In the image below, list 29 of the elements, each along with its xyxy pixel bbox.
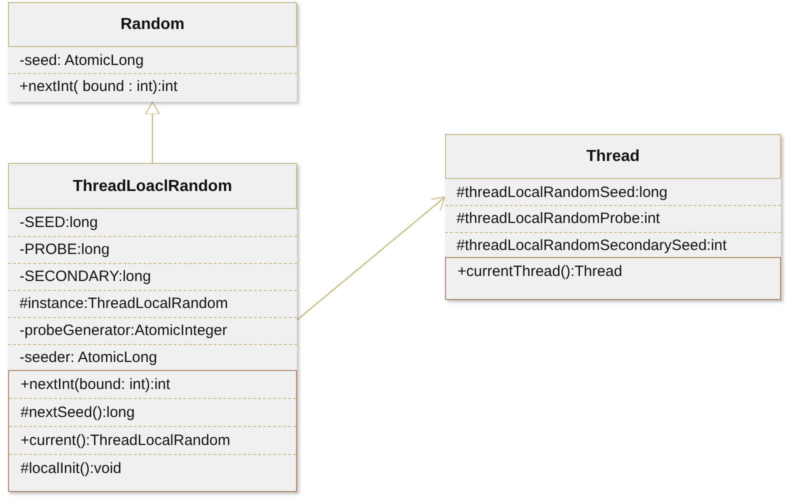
method-text: #nextSeed():long — [8, 398, 296, 426]
method-section — [8, 370, 296, 492]
attribute-text: -seeder: AtomicLong — [18, 348, 158, 368]
attribute-section — [8, 208, 296, 370]
class-name: ThreadLoaclRandom — [72, 177, 234, 197]
class-box — [8, 163, 297, 492]
method-text: #localInit():void — [20, 458, 122, 478]
attribute-text: -SECONDARY:long — [8, 264, 296, 290]
method-section — [444, 256, 780, 300]
attribute-text: -SEED:long — [8, 210, 296, 236]
attribute-text: -PROBE:long — [8, 236, 296, 264]
method-text: +currentThread():Thread — [456, 262, 624, 282]
method-text: +nextInt(bound: int):int — [8, 370, 296, 398]
inheritance-arrow — [145, 102, 160, 163]
attribute-text: #instance:ThreadLocalRandom — [8, 290, 296, 318]
class-box — [445, 134, 781, 300]
attribute-section — [444, 178, 780, 258]
attribute-text: -seed: AtomicLong — [8, 48, 296, 74]
attribute-text: #threadLocalRandomSecondarySeed:int — [456, 236, 728, 256]
class-box — [8, 2, 297, 102]
attribute-text: +nextInt( bound : int):int — [18, 77, 179, 97]
attribute-text: #threadLocalRandomSeed:long — [444, 180, 780, 206]
attribute-text: -probeGenerator:AtomicInteger — [8, 318, 296, 344]
class-name: Random — [120, 15, 186, 35]
class-name: Thread — [585, 147, 641, 167]
attribute-section — [8, 46, 296, 102]
association-arrow — [296, 196, 446, 320]
method-text: +current():ThreadLocalRandom — [8, 426, 296, 454]
attribute-text: #threadLocalRandomProbe:int — [444, 206, 780, 232]
